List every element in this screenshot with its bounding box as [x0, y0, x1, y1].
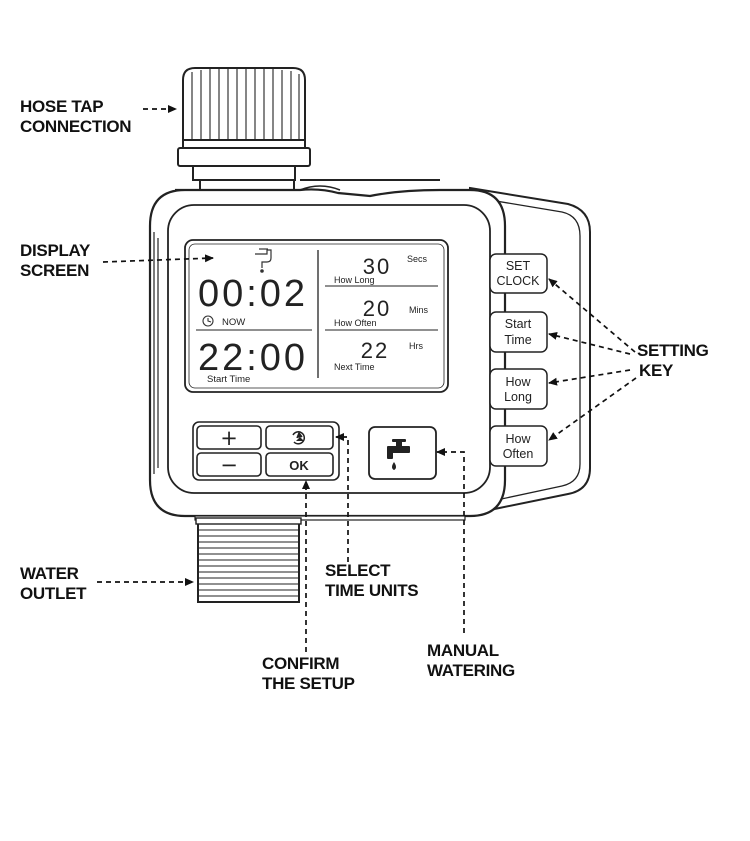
- how-often-key[interactable]: How Often: [489, 425, 548, 467]
- svg-text:Time: Time: [504, 333, 531, 347]
- minus-button[interactable]: −: [196, 452, 262, 477]
- water-outlet: [195, 517, 302, 603]
- main-time-display: 00:02: [198, 273, 308, 315]
- how-often-value: 20: [363, 296, 391, 321]
- hose-tap-connector: [177, 67, 440, 191]
- svg-text:OK: OK: [289, 458, 309, 473]
- manual-watering-button[interactable]: [368, 426, 437, 480]
- side-keys: SET CLOCK Start Time How Long How Often: [489, 253, 548, 467]
- manual-watering-icon: [387, 439, 410, 470]
- next-time-label: Next Time: [334, 362, 375, 372]
- leader-lines: [97, 105, 637, 652]
- start-time-key[interactable]: Start Time: [489, 311, 548, 353]
- how-long-key[interactable]: How Long: [489, 368, 548, 410]
- start-time-label: Start Time: [207, 374, 250, 385]
- how-long-value: 30: [363, 254, 391, 279]
- svg-text:Often: Often: [503, 447, 534, 461]
- svg-text:Start: Start: [505, 317, 532, 331]
- next-time-unit: Hrs: [409, 341, 423, 351]
- set-clock-key[interactable]: SET CLOCK: [489, 253, 548, 294]
- select-units-button[interactable]: [265, 425, 334, 450]
- ok-button[interactable]: OK: [265, 452, 334, 477]
- display-screen: 00:02 NOW 22:00 Start Time 30 Secs How L…: [184, 239, 449, 393]
- svg-text:+: +: [220, 426, 238, 450]
- how-long-unit: Secs: [407, 254, 428, 264]
- front-keypad: + − OK: [192, 421, 340, 481]
- svg-text:−: −: [220, 453, 238, 477]
- svg-text:CLOCK: CLOCK: [496, 274, 540, 288]
- svg-text:How: How: [505, 375, 531, 389]
- how-often-label: How Often: [334, 318, 377, 328]
- plus-button[interactable]: +: [196, 425, 262, 450]
- svg-text:SET: SET: [506, 259, 531, 273]
- start-time-display: 22:00: [198, 337, 308, 379]
- faucet-icon: [255, 248, 272, 273]
- select-units-icon: [292, 431, 306, 445]
- svg-text:Long: Long: [504, 390, 532, 404]
- next-time-value: 22: [361, 338, 389, 363]
- svg-text:How: How: [505, 432, 531, 446]
- clock-icon: [202, 315, 214, 327]
- now-label: NOW: [222, 317, 245, 328]
- how-often-unit: Mins: [409, 305, 429, 315]
- how-long-label: How Long: [334, 275, 375, 285]
